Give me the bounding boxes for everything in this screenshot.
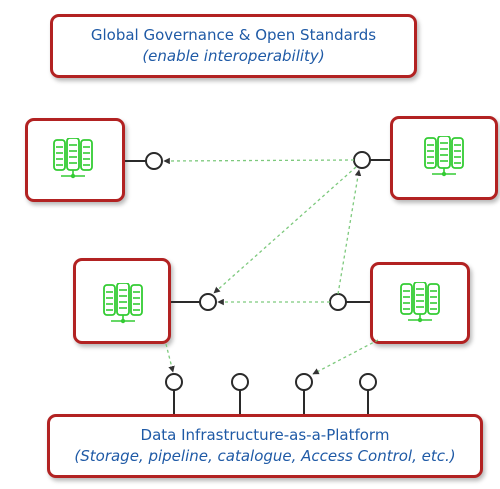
data-infrastructure-subtitle: (Storage, pipeline, catalogue, Access Co… — [74, 447, 456, 465]
server-rack-icon — [53, 138, 93, 180]
socket-top-right — [353, 151, 371, 169]
data-infrastructure-box: Data Infrastructure-as-a-Platform (Stora… — [47, 414, 483, 478]
platform-port-3 — [295, 373, 313, 391]
link-middleright-to-topright — [337, 169, 362, 295]
socket-middle-left — [199, 293, 217, 311]
socket-top-left — [145, 152, 163, 170]
node-top-right — [390, 116, 498, 200]
platform-port-1 — [165, 373, 183, 391]
node-middle-left — [73, 258, 171, 344]
server-rack-icon — [424, 136, 464, 178]
link-topright-to-topleft — [163, 157, 355, 165]
socket-middle-right — [329, 293, 347, 311]
server-rack-icon — [400, 282, 440, 324]
global-governance-title: Global Governance & Open Standards — [90, 26, 377, 44]
link-middleright-to-port3 — [312, 339, 379, 375]
data-infrastructure-title: Data Infrastructure-as-a-Platform — [140, 426, 390, 444]
platform-port-2 — [231, 373, 249, 391]
server-rack-icon — [103, 283, 143, 325]
link-middleleft-to-port1 — [165, 343, 175, 373]
link-topright-to-middleleft — [213, 166, 357, 294]
node-middle-right — [370, 262, 470, 344]
global-governance-subtitle: (enable interoperability) — [142, 47, 325, 65]
global-governance-box: Global Governance & Open Standards (enab… — [50, 14, 417, 78]
node-top-left — [25, 118, 125, 202]
platform-port-4 — [359, 373, 377, 391]
